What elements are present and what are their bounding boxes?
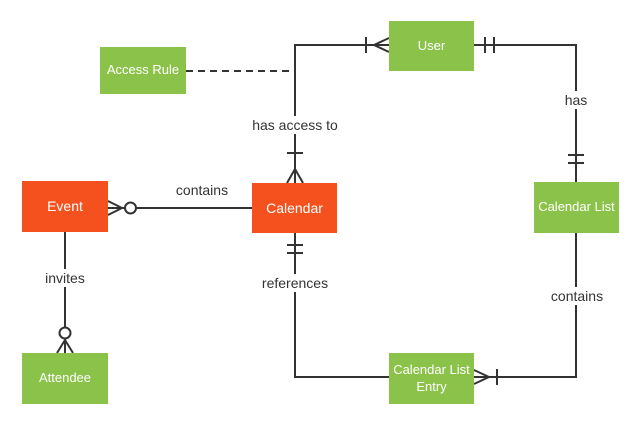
entity-attendee[interactable]: Attendee [22,353,108,404]
connector-event-invites-attendee [56,232,74,354]
entity-label: Event [47,198,83,215]
crows-foot-many-icon [473,369,490,385]
edge-label-user-has-access-to-calendar: has access to [248,116,342,134]
entity-label: Calendar [266,199,323,216]
connector-user-has-access-to-calendar [286,37,390,184]
connector-calendar-references-entry [287,233,389,378]
zero-circle-icon [58,326,72,340]
entity-calendar-list[interactable]: Calendar List [534,182,619,233]
entity-access-rule[interactable]: Access Rule [100,47,186,94]
entity-user[interactable]: User [389,21,474,71]
edge-label-calendar-contains-event: contains [171,181,233,199]
connector-user-has-calendar-list [474,37,584,182]
entity-event[interactable]: Event [22,181,108,232]
crows-foot-many-icon [286,168,304,184]
entity-label: Access Rule [106,62,180,78]
edge-label-calendar-list-contains-entry: contains [546,287,608,305]
edge-label-calendar-references-entry: references [257,274,333,292]
crows-foot-many-icon [56,339,74,354]
entity-calendar-list-entry[interactable]: Calendar List Entry [389,353,474,404]
entity-label: User [417,37,446,53]
entity-label: Calendar List [538,199,615,215]
connector-calendar-list-contains-entry [473,233,577,385]
crows-foot-many-icon [107,200,123,216]
entity-label: Calendar List Entry [393,361,470,394]
entity-calendar[interactable]: Calendar [252,183,337,233]
entity-label: Attendee [38,370,92,386]
connector-calendar-contains-event [107,200,252,216]
zero-circle-icon [124,201,137,215]
crows-foot-many-icon [373,37,390,53]
edge-label-event-invites-attendee: invites [41,269,89,287]
edge-label-user-has-calendar-list: has [560,91,592,109]
